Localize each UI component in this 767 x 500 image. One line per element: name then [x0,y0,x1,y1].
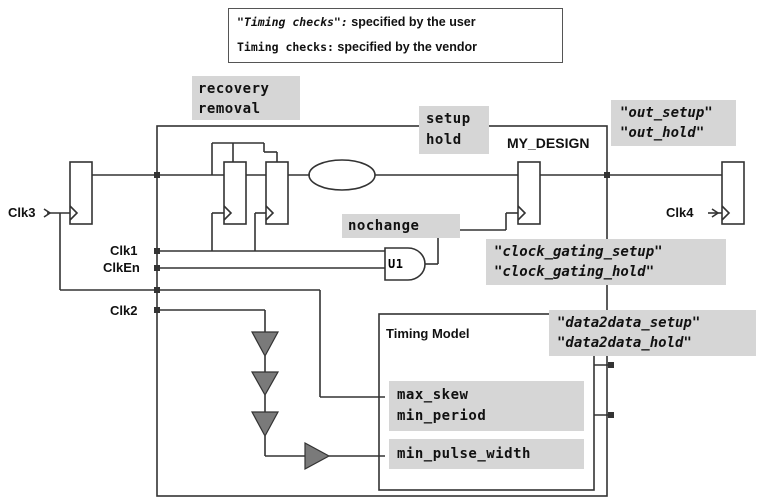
port-clk3 [154,287,160,293]
clk4-arrow-icon [711,208,720,218]
output-flop [721,161,745,225]
legend-vendor-row: Timing checks: specified by the vendor [237,40,477,55]
check-nochange-box: nochange [342,214,460,238]
check-setup: setup [426,111,471,127]
buffer-1-icon [250,331,280,358]
check-removal: removal [198,101,261,117]
legend-vendor-term: Timing checks: [237,40,334,54]
check-clock-gating-setup: "clock_gating_setup" [494,244,663,260]
recovery-flop-b [265,161,289,225]
timing-model-box [378,313,595,491]
port-data-out [604,172,610,178]
flop-b-clock-icon [265,205,275,221]
setup-flop [517,161,541,225]
legend: "Timing checks": specified by the user T… [228,8,563,63]
check-hold: hold [426,132,462,148]
check-data2data-hold: "data2data_hold" [557,335,692,351]
check-data2data-setup: "data2data_setup" [557,315,701,331]
check-recovery-removal: recovery removal [192,76,300,120]
buffer-2-icon [250,371,280,397]
check-clock-gating: "clock_gating_setup" "clock_gating_hold" [486,239,726,285]
port-d2d-2 [608,412,614,418]
check-min-period: min_period [397,408,487,424]
port-clk2 [154,307,160,313]
check-out-setup-hold: "out_setup" "out_hold" [611,100,736,146]
and-gate-u1 [384,247,426,281]
label-clk2: Clk2 [110,303,138,318]
check-nochange: nochange [348,218,420,234]
combo-logic-cloud [308,159,376,191]
flop-a-clock-icon [223,205,233,221]
check-min-pulse-width-box: min_pulse_width [389,439,584,469]
port-clk1 [154,248,160,254]
check-setup-hold: setup hold [419,106,489,154]
input-flop-clock-icon [69,205,79,221]
check-skew-period: max_skew min_period [389,381,584,431]
check-min-pulse-width: min_pulse_width [397,446,531,462]
label-clk3: Clk3 [8,205,36,220]
port-d2d-1 [608,362,614,368]
port-data-in [154,172,160,178]
recovery-flop-a [223,161,247,225]
gate-name: U1 [388,257,404,271]
check-out-hold: "out_hold" [620,125,705,141]
output-flop-clock-icon [721,205,731,221]
check-recovery: recovery [198,81,270,97]
setup-flop-clock-icon [517,205,527,221]
label-clk4: Clk4 [666,205,694,220]
label-clken: ClkEn [103,260,140,275]
clk3-arrow-icon [43,208,52,218]
timing-model-title: Timing Model [386,326,470,341]
check-clock-gating-hold: "clock_gating_hold" [494,264,655,280]
legend-user-term: "Timing checks": [237,15,348,29]
label-clk1: Clk1 [110,243,138,258]
check-data2data: "data2data_setup" "data2data_hold" [549,310,756,356]
port-clken [154,265,160,271]
check-max-skew: max_skew [397,387,469,403]
legend-vendor-desc: specified by the vendor [333,40,478,54]
input-flop [69,161,93,225]
legend-user-desc: specified by the user [347,15,476,29]
legend-user-row: "Timing checks": specified by the user [237,15,476,30]
design-name: MY_DESIGN [507,135,590,151]
check-out-setup: "out_setup" [620,105,713,121]
buffer-4-icon [304,441,331,471]
buffer-3-icon [250,411,280,438]
